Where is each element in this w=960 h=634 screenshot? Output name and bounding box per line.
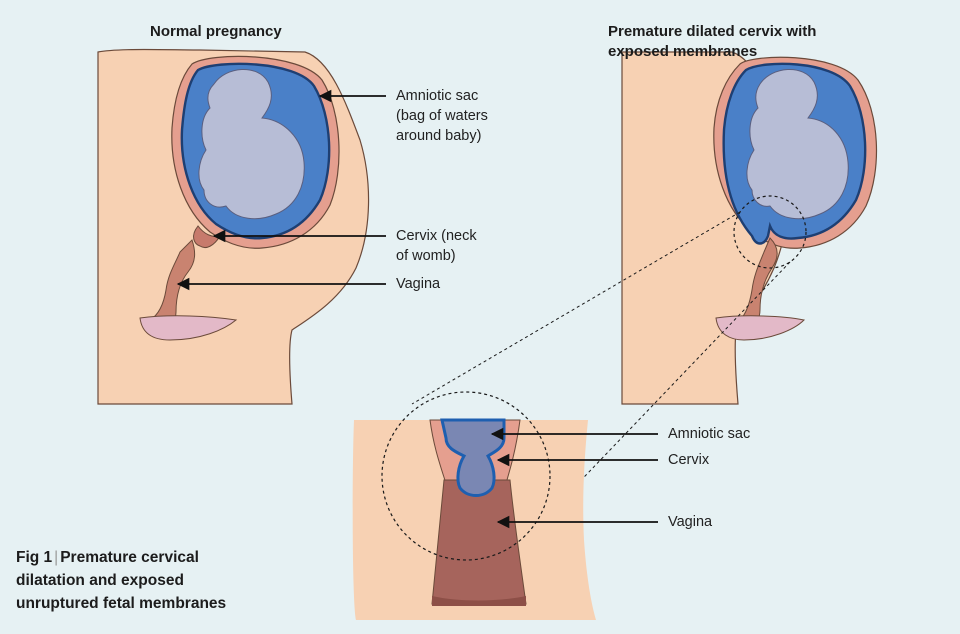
caption-separator: | — [54, 549, 58, 566]
label-vagina-top: Vagina — [396, 274, 440, 294]
label-line: of womb) — [396, 246, 477, 266]
figure-caption: Fig 1|Premature cervical dilatation and … — [16, 546, 276, 615]
label-line: (bag of waters — [396, 106, 488, 126]
label-line: Cervix (neck — [396, 226, 477, 246]
zoomed-detail — [353, 392, 596, 620]
caption-line2: dilatation and exposed — [16, 572, 184, 589]
label-amniotic-sac-top: Amniotic sac (bag of waters around baby) — [396, 86, 488, 146]
label-line: around baby) — [396, 126, 488, 146]
dilated-cervix-figure — [622, 52, 876, 404]
heading-dilated-cervix: Premature dilated cervix with exposed me… — [608, 22, 898, 62]
heading-normal-pregnancy: Normal pregnancy — [150, 22, 282, 42]
caption-line3: unruptured fetal membranes — [16, 595, 226, 612]
label-cervix-bottom: Cervix — [668, 450, 709, 470]
right-vulva — [716, 316, 804, 340]
label-line: Amniotic sac — [396, 86, 488, 106]
label-cervix-top: Cervix (neck of womb) — [396, 226, 477, 266]
caption-number: Fig 1 — [16, 549, 52, 566]
heading-dilated-cervix-line2: exposed membranes — [608, 42, 898, 62]
zoom-vagina — [432, 480, 526, 604]
caption-line1: Premature cervical — [60, 549, 199, 566]
normal-pregnancy-figure — [98, 50, 369, 405]
label-vagina-bottom: Vagina — [668, 512, 712, 532]
heading-dilated-cervix-line1: Premature dilated cervix with — [608, 22, 898, 42]
label-amniotic-sac-bottom: Amniotic sac — [668, 424, 750, 444]
